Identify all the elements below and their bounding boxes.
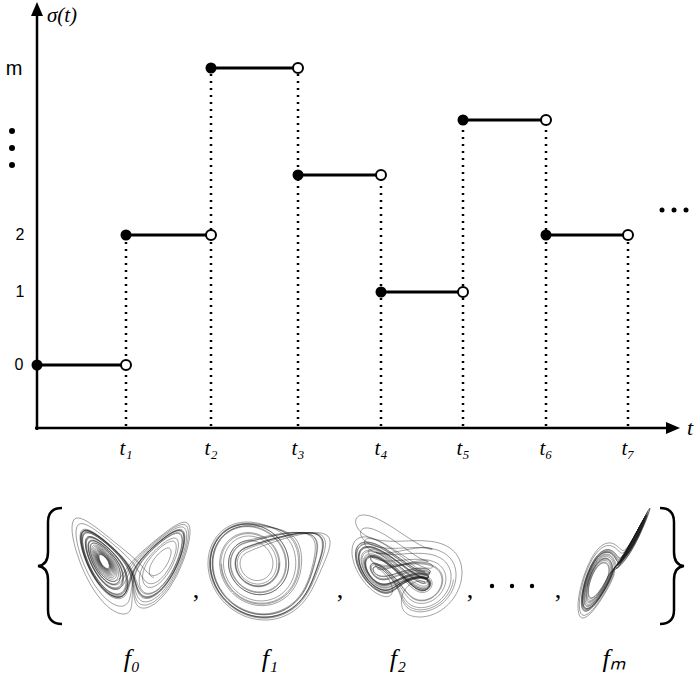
closed-endpoints	[32, 63, 552, 371]
attractor-ellipsis	[490, 584, 534, 588]
step-segments	[37, 68, 623, 365]
axis-arrowhead	[31, 2, 43, 16]
time-tick-label: t₃	[291, 438, 304, 459]
axes	[35, 12, 670, 430]
system-label: f₀	[124, 646, 140, 672]
separator-comma: ,	[193, 577, 200, 603]
separator-comma: ,	[555, 577, 562, 603]
attractor-curve	[208, 522, 330, 620]
level-label: 2	[16, 227, 25, 243]
system-label: fₘ	[602, 646, 625, 672]
axis-arrowhead	[666, 422, 680, 434]
attractor-curve	[352, 515, 462, 617]
separator-comma: ,	[337, 577, 344, 603]
vertical-ellipsis	[9, 128, 15, 168]
time-tick-label: t₄	[374, 438, 387, 459]
attractor-curve	[578, 508, 650, 618]
time-tick-label: t₅	[456, 438, 469, 459]
axis-title: t	[687, 417, 693, 439]
attractor-curve	[72, 518, 190, 614]
level-label: 1	[16, 284, 25, 300]
switch-instant-lines	[126, 73, 628, 426]
attractor-pictures	[72, 508, 650, 620]
time-tick-label: t₇	[621, 438, 634, 459]
time-tick-label: t₂	[204, 438, 217, 459]
level-label: 0	[15, 357, 24, 373]
time-tick-label: t₆	[539, 438, 552, 459]
system-label: f₂	[390, 646, 406, 672]
horizontal-ellipsis	[660, 208, 689, 213]
axis-title: σ(t)	[47, 5, 77, 26]
system-label: f₁	[262, 646, 278, 672]
open-endpoints	[121, 63, 633, 370]
set-braces	[38, 508, 684, 624]
time-tick-label: t₁	[119, 438, 132, 459]
separator-comma: ,	[467, 577, 474, 603]
level-label: m	[6, 58, 23, 78]
